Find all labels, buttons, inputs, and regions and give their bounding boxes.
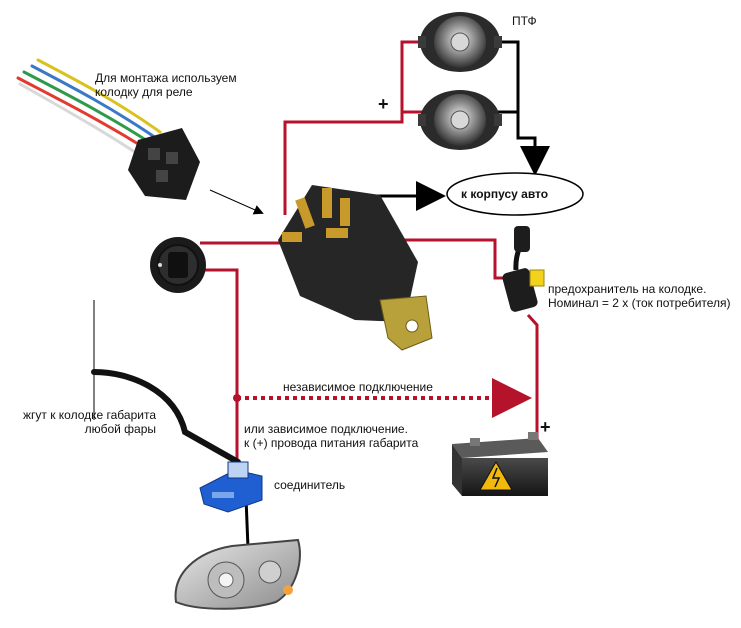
relay-icon	[278, 185, 433, 351]
inline-fuse-icon	[502, 226, 545, 312]
relay-socket-label-line2: колодку для реле	[95, 85, 193, 99]
fuse-label: предохранитель на колодке. Номинал = 2 х…	[548, 282, 731, 310]
battery-icon	[452, 432, 548, 496]
plus-fog-label: +	[378, 94, 389, 114]
relay-socket-label: Для монтажа используем колодку для реле	[95, 71, 237, 99]
wire-fuse-to-battery	[526, 313, 539, 440]
harness-label-line2: любой фары	[84, 422, 156, 436]
dependent-label-line1: или зависимое подключение.	[244, 422, 408, 436]
harness-wire	[91, 369, 241, 465]
relay-socket-icon	[16, 58, 200, 200]
wire-switch-output	[185, 268, 239, 398]
dependent-label-line2: к (+) провода питания габарита	[244, 436, 419, 450]
ground-wires	[93, 40, 550, 549]
fuse-label-line1: предохранитель на колодке.	[548, 282, 707, 296]
wire-relay-to-fog	[283, 40, 425, 215]
junction-dot	[233, 394, 241, 402]
harness-label: жгут к колодке габарита любой фары	[6, 408, 156, 436]
connector-label: соединитель	[274, 478, 346, 492]
independent-label: независимое подключение	[283, 380, 433, 394]
plus-battery-label: +	[540, 417, 551, 437]
fog-lights-label: ПТФ	[512, 14, 537, 28]
harness-label-line1: жгут к колодке габарита	[22, 408, 156, 422]
pointer-socket	[209, 189, 264, 215]
fog-lamp-icon	[418, 12, 502, 72]
ground-ellipse	[446, 172, 584, 216]
wire-connector-to-headlight	[244, 497, 250, 549]
headlight-icon	[174, 538, 301, 610]
wire-fog-ground	[495, 40, 520, 114]
ground-label: к корпусу авто	[461, 187, 549, 201]
fog-lamp-icon	[418, 90, 502, 150]
dependent-label: или зависимое подключение. к (+) провода…	[244, 422, 418, 450]
relay-socket-label-line1: Для монтажа используем	[95, 71, 237, 85]
wire-fog-ground-down	[516, 112, 550, 176]
fuse-label-line2: Номинал = 2 х (ток потребителя)	[548, 296, 731, 310]
wire-connector-icon	[199, 461, 263, 513]
rocker-switch-icon	[150, 237, 206, 293]
